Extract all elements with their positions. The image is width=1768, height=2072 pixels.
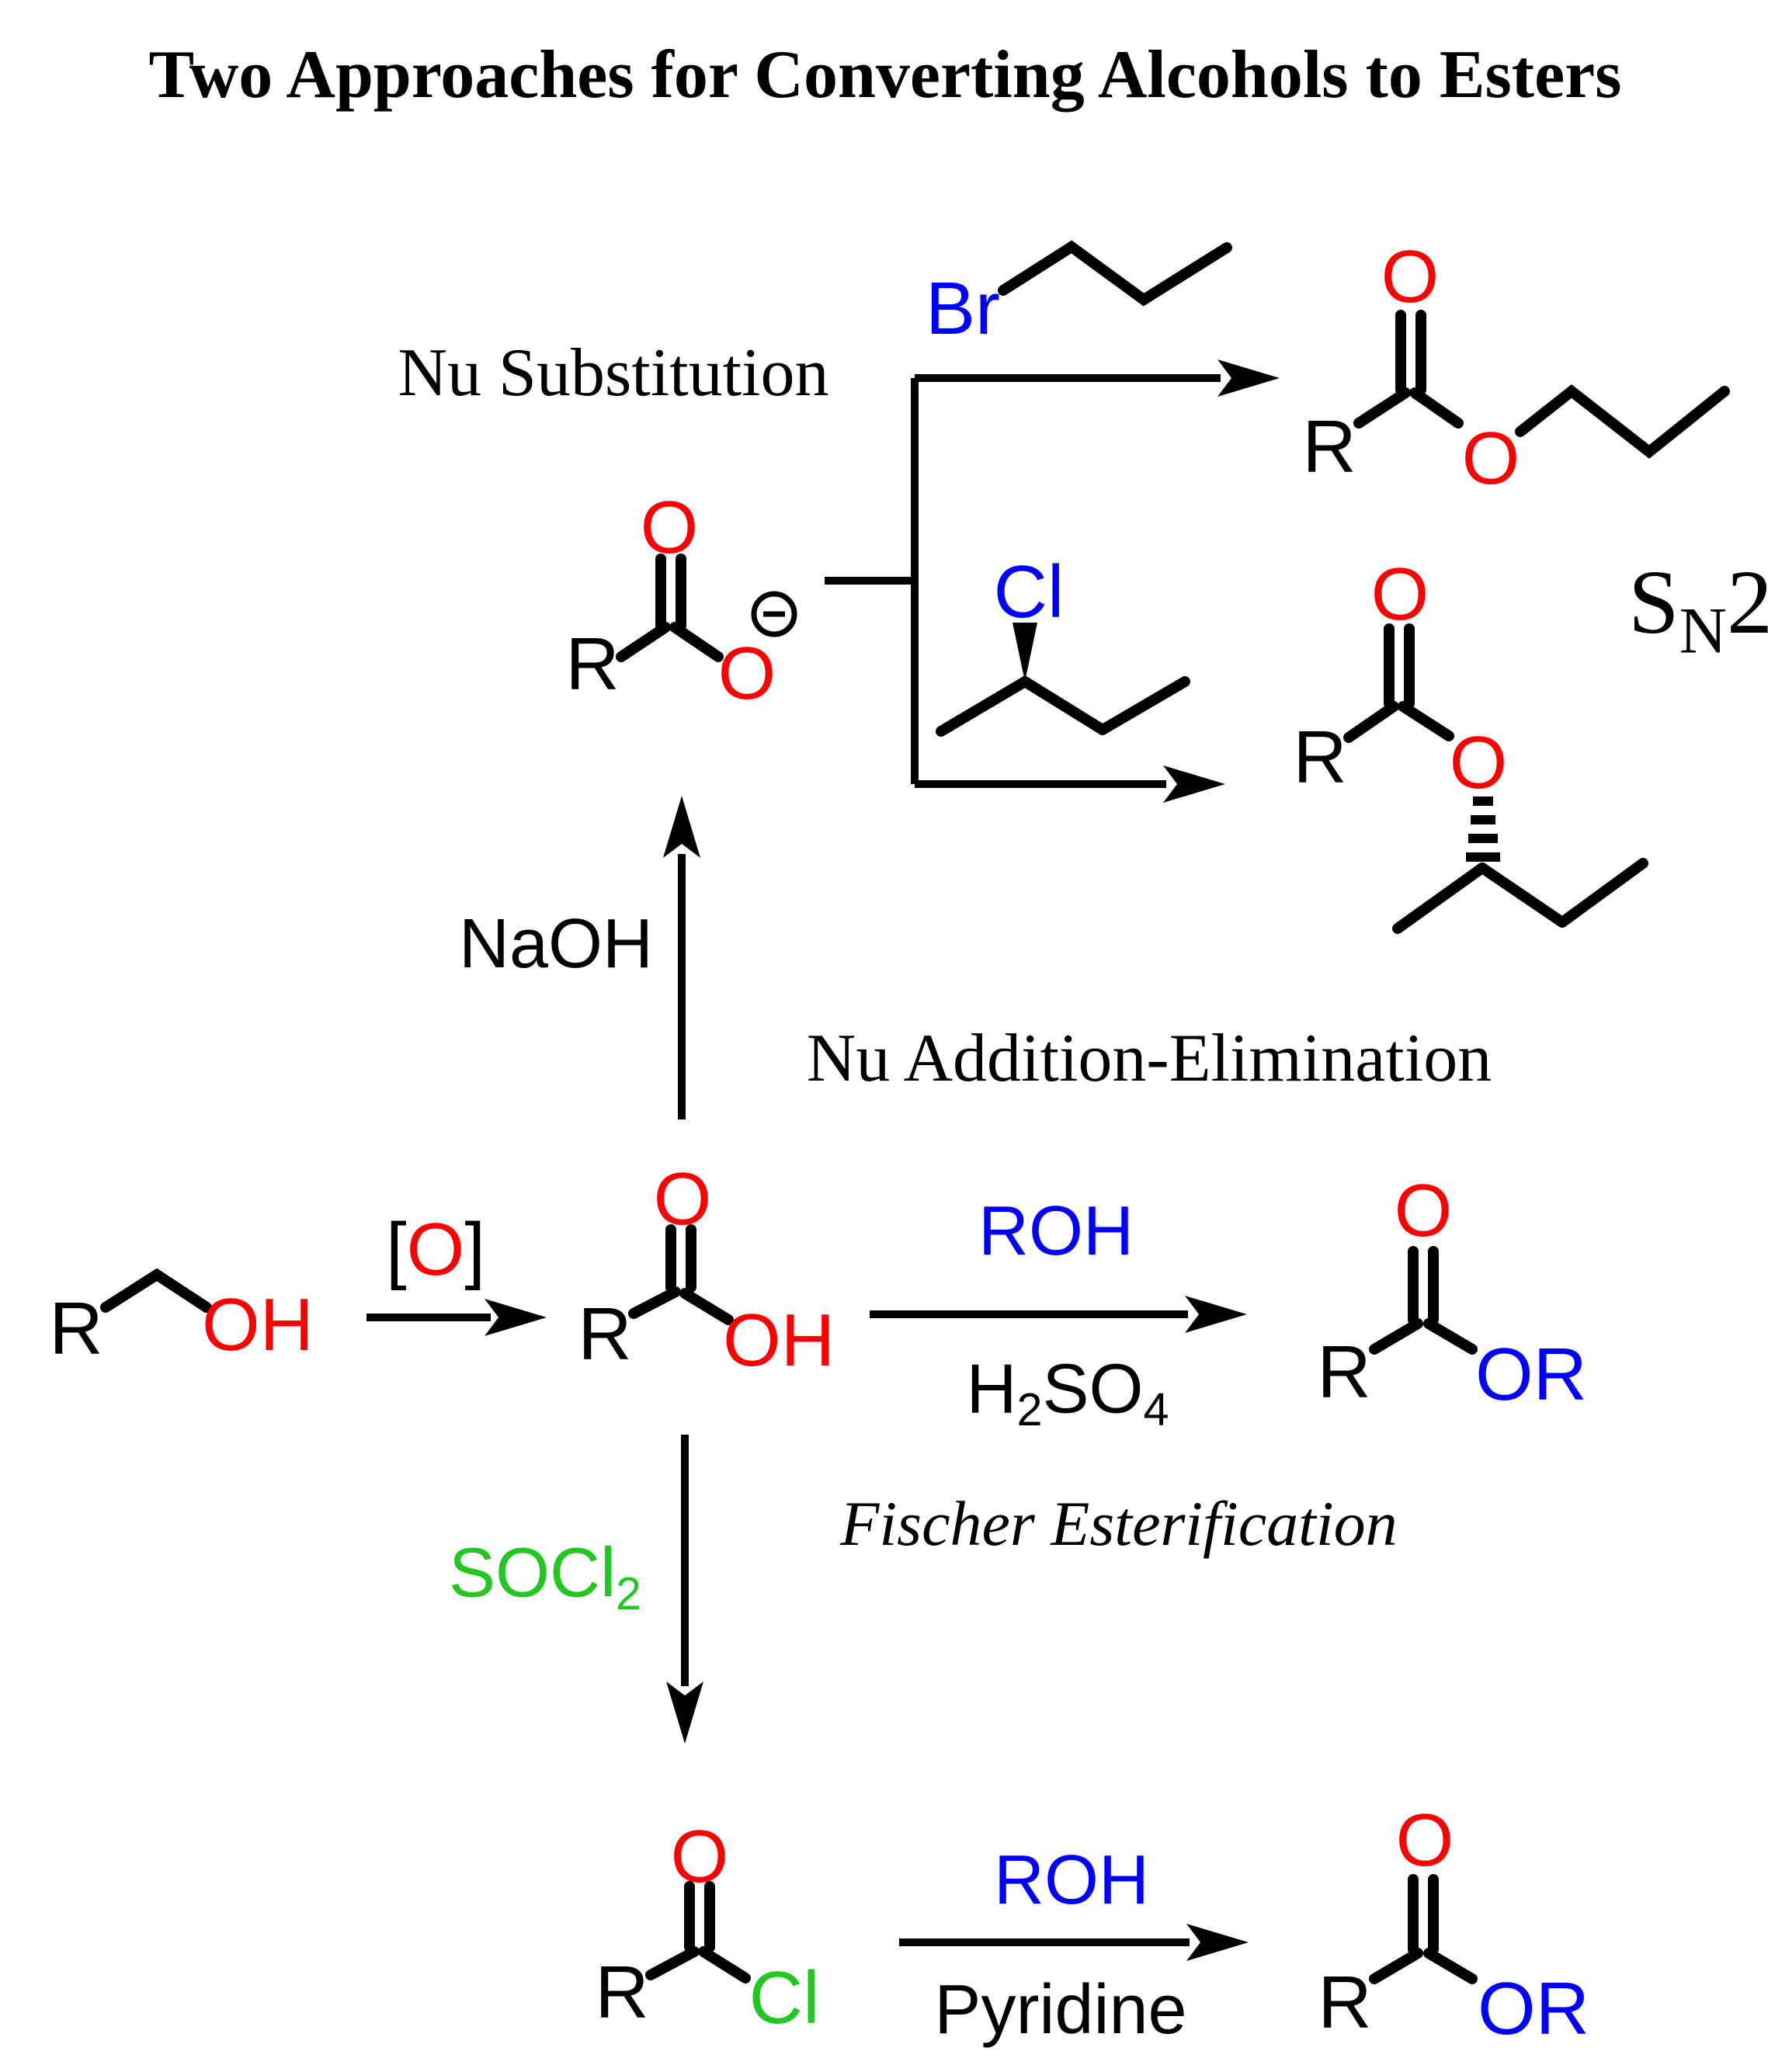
acid-oh-label: OH xyxy=(723,1299,835,1382)
alcohol-oh-label: OH xyxy=(202,1283,314,1366)
reagent-oxidant: [O] xyxy=(386,1213,485,1287)
socl2-2-subscript: 2 xyxy=(616,1567,642,1620)
acid-r-label: R xyxy=(578,1293,632,1376)
carboxylate-anion-o-label: O xyxy=(717,632,776,715)
pyridine-ester-r-label: R xyxy=(1318,1961,1372,2044)
h2so4-so: SO xyxy=(1042,1350,1144,1428)
secbutyl-ester-o-label: O xyxy=(1449,721,1508,804)
reaction-arrow-pyridine xyxy=(899,1924,1249,1961)
acid-chloride-skeleton xyxy=(645,1881,751,1983)
sn2-n-subscript: N xyxy=(1679,594,1727,668)
reagent-socl2: SOCl2 xyxy=(449,1538,641,1616)
reaction-arrow-socl2-down xyxy=(666,1435,703,1744)
fischer-ester-skeleton xyxy=(1369,1246,1478,1355)
reagent-h2so4: H2SO4 xyxy=(966,1354,1169,1432)
secbutyl-chloride-cl-label: Cl xyxy=(993,550,1065,633)
propyl-ester-r-label: R xyxy=(1302,405,1356,488)
h2so4-2-subscript: 2 xyxy=(1016,1383,1043,1436)
reaction-arrow-fischer xyxy=(870,1296,1247,1333)
reaction-arrow-naoh-up xyxy=(663,796,700,1119)
secbutyl-chloride-skeleton xyxy=(936,623,1190,737)
reaction-arrow-sn2-bottom xyxy=(915,765,1225,803)
label-sn2: SN2 xyxy=(1628,556,1768,668)
oxidant-bracket-close: ] xyxy=(464,1208,486,1291)
sn2-two: 2 xyxy=(1727,550,1768,653)
acid-carbonyl-o-label: O xyxy=(653,1157,712,1241)
label-fischer-esterification: Fischer Esterification xyxy=(840,1488,1398,1559)
acid-chloride-r-label: R xyxy=(595,1951,649,2034)
fischer-ester-or-label: OR xyxy=(1475,1333,1587,1416)
alcohol-r-label: R xyxy=(49,1287,103,1370)
reagent-naoh: NaOH xyxy=(458,905,654,983)
carboxylate-skeleton xyxy=(616,554,724,662)
pyridine-ester-or-label: OR xyxy=(1478,1967,1589,2050)
wedge-bond-icon xyxy=(1013,623,1037,682)
propyl-ester-o-label: O xyxy=(1461,417,1520,500)
secbutyl-ester-skeleton xyxy=(1343,623,1648,934)
pyridine-ester-carbonyl-o-label: O xyxy=(1395,1799,1454,1882)
page-title: Two Approaches for Converting Alcohols t… xyxy=(148,37,1622,113)
carboxylate-carbonyl-o-label: O xyxy=(640,486,699,569)
oxidant-bracket-open: [ xyxy=(385,1208,407,1291)
primary-alcohol-skeleton xyxy=(100,1268,212,1313)
secbutyl-ester-carbonyl-o-label: O xyxy=(1370,553,1429,636)
reagent-roh-bottom: ROH xyxy=(994,1841,1149,1919)
sn2-s: S xyxy=(1628,550,1679,653)
carboxylate-r-label: R xyxy=(565,623,620,706)
propyl-bromide-br-label: Br xyxy=(926,267,1000,350)
secbutyl-ester-r-label: R xyxy=(1293,716,1347,799)
socl2-base: SOCl xyxy=(448,1534,616,1612)
acid-chloride-cl-label: Cl xyxy=(749,1956,820,2039)
propyl-ester-skeleton xyxy=(1353,310,1730,459)
fischer-ester-carbonyl-o-label: O xyxy=(1394,1169,1453,1252)
pyridine-ester-skeleton xyxy=(1369,1874,1478,1984)
label-nu-addition-elimination: Nu Addition-Elimination xyxy=(806,1021,1492,1096)
carboxylic-acid-skeleton xyxy=(628,1224,734,1325)
reagent-roh-top: ROH xyxy=(978,1192,1134,1270)
h2so4-4-subscript: 4 xyxy=(1143,1383,1169,1436)
label-nu-substitution: Nu Substitution xyxy=(398,335,829,411)
acid-chloride-carbonyl-o-label: O xyxy=(670,1815,729,1898)
reaction-arrow-oxidation xyxy=(366,1299,547,1336)
hashed-bond-icon xyxy=(1466,797,1500,862)
minus-charge-icon xyxy=(751,591,797,637)
branch-connector-lines xyxy=(825,378,919,784)
h2so4-h: H xyxy=(966,1350,1017,1428)
oxidant-o: O xyxy=(406,1208,465,1291)
propyl-ester-carbonyl-o-label: O xyxy=(1381,235,1440,318)
propyl-bromide-skeleton xyxy=(998,240,1232,307)
reaction-arrow-sn2-top xyxy=(915,359,1280,397)
fischer-ester-r-label: R xyxy=(1317,1331,1371,1414)
reagent-pyridine: Pyridine xyxy=(934,1971,1187,2049)
